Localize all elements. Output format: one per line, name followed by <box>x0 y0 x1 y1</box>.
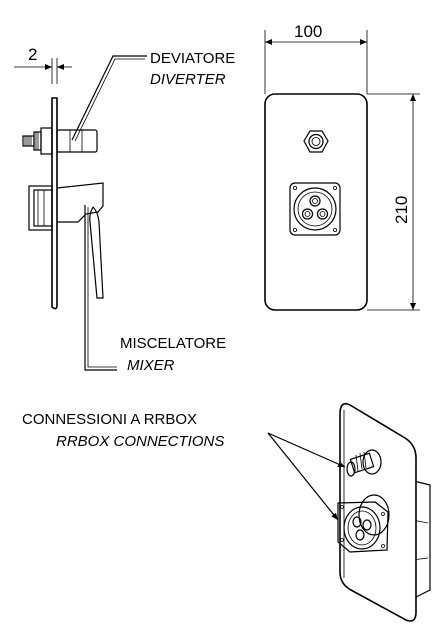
front-view: 100 210 <box>264 22 420 311</box>
mixer-connection-perspective <box>337 494 390 553</box>
cover-plate-side <box>51 97 58 310</box>
thickness-value: 2 <box>28 45 37 64</box>
side-view: 2 <box>14 45 235 374</box>
diverter-label-it: DEVIATORE <box>150 50 235 67</box>
perspective-view: CONNESSIONI A RRBOX RRBOX CONNECTIONS <box>22 402 431 622</box>
mixer-label-en: MIXER <box>127 357 175 374</box>
height-value: 210 <box>392 196 411 224</box>
connections-leaders <box>267 432 346 521</box>
diverter-knob-front <box>303 130 329 153</box>
thickness-dimension: 2 <box>14 45 72 84</box>
mixer-callout: MISCELATORE MIXER <box>84 205 226 374</box>
width-dimension: 100 <box>264 22 368 94</box>
cover-plate-front <box>264 93 368 311</box>
mixer-flange-front <box>289 182 341 236</box>
diverter-side <box>22 127 98 155</box>
diverter-callout: DEVIATORE DIVERTER <box>71 50 235 142</box>
height-dimension: 210 <box>367 93 420 311</box>
mixer-label-it: MISCELATORE <box>120 335 226 352</box>
connections-label-en: RRBOX CONNECTIONS <box>56 433 224 450</box>
mixer-body-side <box>28 185 53 231</box>
mixer-lever-side <box>56 182 104 299</box>
cover-plate-perspective <box>339 402 417 622</box>
diverter-connection-perspective <box>346 449 382 477</box>
connections-label-it: CONNESSIONI A RRBOX <box>22 411 197 428</box>
width-value: 100 <box>294 22 322 41</box>
diverter-label-en: DIVERTER <box>150 71 226 88</box>
